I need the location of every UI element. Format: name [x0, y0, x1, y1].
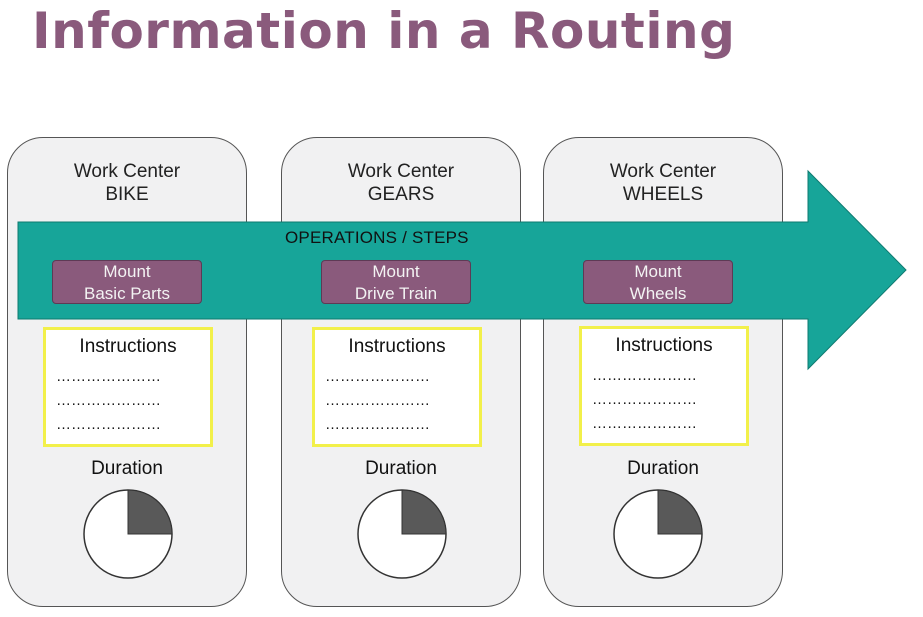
instruction-line: …………………	[56, 368, 161, 385]
instructions-title: Instructions	[79, 336, 177, 357]
instructions-box-wheels: Instructions ………………… ………………… …………………	[579, 326, 749, 446]
operation-line: Mount	[372, 262, 420, 281]
operation-line: Mount	[634, 262, 682, 281]
clock-elapsed-slice	[127, 489, 173, 535]
operation-line: Drive Train	[354, 284, 438, 303]
duration-clock-icon	[613, 489, 703, 579]
work-center-label: Work Center	[347, 161, 455, 182]
operation-box-bike: Mount Basic Parts	[52, 260, 202, 304]
duration-clock-icon	[83, 489, 173, 579]
instruction-line: …………………	[592, 415, 697, 432]
work-center-name: GEARS	[367, 184, 435, 205]
instruction-line: …………………	[56, 416, 161, 433]
operation-line: Wheels	[629, 284, 687, 303]
operations-label: OPERATIONS / STEPS	[285, 228, 469, 247]
duration-label: Duration	[627, 458, 699, 479]
duration-label: Duration	[365, 458, 437, 479]
work-center-label: Work Center	[73, 161, 181, 182]
instruction-line: …………………	[325, 368, 430, 385]
operation-line: Mount	[103, 262, 151, 281]
instructions-box-gears: Instructions ………………… ………………… …………………	[312, 327, 482, 447]
work-center-label: Work Center	[609, 161, 717, 182]
instructions-box-bike: Instructions ………………… ………………… …………………	[43, 327, 213, 447]
instruction-line: …………………	[56, 392, 161, 409]
operation-box-wheels: Mount Wheels	[583, 260, 733, 304]
page-title: Information in a Routing	[32, 2, 736, 60]
instruction-line: …………………	[325, 392, 430, 409]
operation-line: Basic Parts	[84, 284, 170, 303]
clock-elapsed-slice	[657, 489, 703, 535]
operation-box-gears: Mount Drive Train	[321, 260, 471, 304]
clock-elapsed-slice	[401, 489, 447, 535]
duration-label: Duration	[91, 458, 163, 479]
instruction-line: …………………	[325, 416, 430, 433]
instructions-title: Instructions	[615, 335, 713, 356]
duration-clock-icon	[357, 489, 447, 579]
work-center-title: Work Center BIKE	[8, 160, 246, 206]
instructions-title: Instructions	[348, 336, 446, 357]
instruction-line: …………………	[592, 391, 697, 408]
work-center-name: WHEELS	[622, 184, 704, 205]
work-center-name: BIKE	[105, 184, 149, 205]
work-center-title: Work Center GEARS	[282, 160, 520, 206]
instruction-line: …………………	[592, 367, 697, 384]
work-center-title: Work Center WHEELS	[544, 160, 782, 206]
